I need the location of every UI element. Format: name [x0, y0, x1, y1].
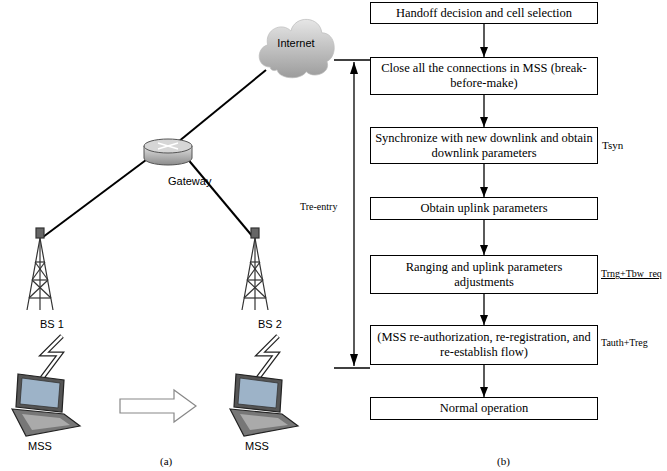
tower-frame — [242, 238, 268, 310]
text-label: MSS — [245, 440, 269, 452]
router-top — [144, 139, 192, 153]
text-label: Trng+Tbw_req — [601, 268, 662, 279]
laptop-icon — [230, 374, 298, 436]
flow-arrow — [483, 220, 484, 255]
flow-arrow — [483, 164, 484, 197]
wire — [178, 70, 266, 142]
tower-icon — [27, 228, 53, 310]
flow-arrow — [483, 365, 484, 397]
router-icon — [144, 139, 192, 165]
node-text: Normal operation — [440, 401, 529, 416]
cloud-outline — [259, 19, 334, 77]
node-text: Obtain uplink parameters — [420, 201, 547, 216]
wire — [186, 157, 253, 237]
flow-arrow — [483, 24, 484, 57]
laptop-icon — [12, 374, 80, 436]
node-text: Handoff decision and cell selection — [396, 6, 572, 21]
process-box: (MSS re-authorization, re-registration, … — [370, 325, 598, 365]
network-wires — [43, 70, 266, 237]
cloud-shape: Internet — [253, 6, 339, 80]
antenna — [251, 228, 259, 238]
node-text: Internet — [277, 37, 314, 49]
process-box: Close all the connections in MSS (break-… — [370, 57, 598, 95]
text-label: MSS — [28, 440, 52, 452]
antenna — [36, 228, 44, 238]
time-bracket — [334, 60, 370, 368]
flow-arrow — [483, 294, 484, 325]
process-box: Obtain uplink parameters — [370, 197, 598, 220]
movement-arrow — [120, 390, 196, 422]
wire — [43, 157, 150, 237]
process-box: Synchronize with new downlink and obtain… — [370, 127, 598, 164]
text-label: (a) — [160, 455, 172, 467]
wireless-link — [42, 336, 278, 378]
text-label: (b) — [497, 455, 510, 467]
process-box: Ranging and uplink parameters adjustment… — [370, 255, 598, 294]
text-label: Tauth+Treg — [601, 337, 648, 348]
text-label: BS 2 — [258, 318, 282, 330]
node-text: Close all the connections in MSS (break-… — [375, 61, 593, 91]
flow-arrow — [483, 95, 484, 127]
tower-icon — [242, 228, 268, 310]
node-text: Synchronize with new downlink and obtain… — [375, 131, 593, 161]
router-arrows — [158, 143, 178, 149]
text-label: BS 1 — [40, 318, 64, 330]
tower-frame — [27, 238, 53, 310]
node-text: (MSS re-authorization, re-registration, … — [375, 330, 593, 360]
process-box: Normal operation — [370, 397, 598, 420]
text-label: Tre-entry — [300, 201, 337, 212]
text-label: Gateway — [168, 175, 211, 187]
text-label: Tsyn — [602, 139, 623, 151]
process-box: Handoff decision and cell selection — [370, 2, 598, 24]
node-text: Ranging and uplink parameters adjustment… — [375, 260, 593, 290]
